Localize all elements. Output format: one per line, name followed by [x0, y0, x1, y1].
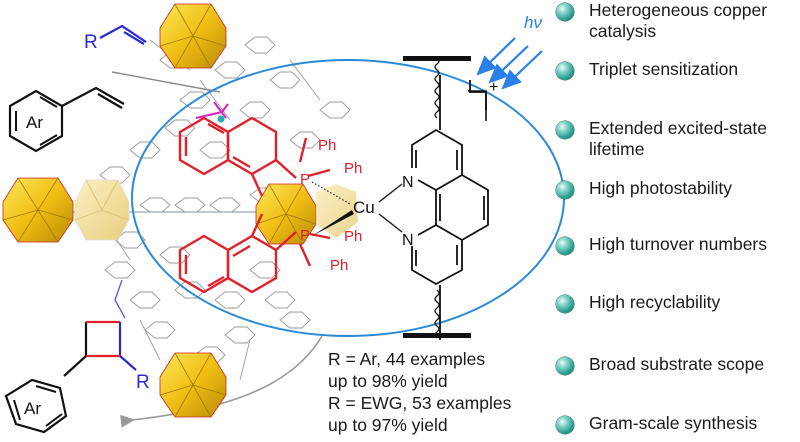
bullet-sphere-icon	[556, 3, 574, 21]
feature-label: High turnover numbers	[589, 234, 767, 254]
feature-list: Heterogeneous copper catalysis Triplet s…	[556, 0, 800, 442]
surface-bar-top	[403, 56, 471, 61]
feature-item: Triplet sensitization	[556, 59, 789, 80]
bullet-sphere-icon	[556, 357, 574, 375]
scope-line-3: R = EWG, 53 examples	[328, 393, 512, 413]
feature-label: Triplet sensitization	[589, 59, 739, 79]
zr-cluster-left	[2, 177, 74, 243]
feature-item: High turnover numbers	[556, 234, 789, 255]
feature-label: Gram-scale synthesis	[589, 413, 758, 433]
bisphosphine-ligand	[178, 116, 331, 294]
scope-line-2: up to 98% yield	[328, 371, 448, 391]
ph-label-4: Ph	[330, 257, 348, 274]
bullet-sphere-icon	[556, 295, 574, 313]
zr-cluster-bottom	[159, 352, 227, 418]
product-arrow	[120, 335, 323, 428]
bullet-sphere-icon	[556, 416, 574, 434]
svg-text:R: R	[84, 32, 98, 53]
ph-label-3: Ph	[344, 228, 362, 245]
light-arrows	[476, 37, 543, 90]
svg-text:Cu: Cu	[353, 198, 375, 217]
feature-item: High photostability	[556, 178, 789, 199]
bullet-sphere-icon	[556, 181, 574, 199]
charge-label: +	[489, 79, 498, 96]
feature-item: Extended excited-state lifetime	[556, 118, 789, 160]
n-label-bottom: N	[402, 232, 414, 249]
alkene-substrate: R	[84, 24, 147, 53]
light-label: hν	[524, 13, 542, 32]
wavy-anchors	[434, 57, 440, 339]
bullet-sphere-icon	[556, 62, 574, 80]
scope-line-1: R = Ar, 44 examples	[328, 349, 486, 369]
p-label-top: P	[300, 171, 310, 188]
feature-item: Heterogeneous copper catalysis	[556, 0, 789, 42]
feature-label: High photostability	[589, 178, 732, 198]
feature-label: Extended excited-state lifetime	[589, 118, 768, 159]
ph-label-2: Ph	[344, 160, 362, 177]
copper-center: Cu	[311, 181, 403, 236]
svg-text:R: R	[136, 372, 150, 393]
zr-cluster-left-pale	[74, 179, 130, 241]
scope-line-4: up to 97% yield	[328, 415, 448, 435]
svg-text:Ar: Ar	[26, 113, 43, 132]
substrate-scope-summary: R = Ar, 44 examples up to 98% yield R = …	[328, 348, 511, 436]
feature-label: Broad substrate scope	[589, 354, 765, 374]
reactant-arrow-line	[111, 71, 221, 93]
zr-cluster-center-pale	[316, 184, 358, 238]
charge-bracket	[468, 90, 487, 121]
cyclobutane-product: R Ar	[4, 320, 150, 434]
surface-bar-bottom	[403, 333, 471, 338]
p-label-bottom: P	[300, 227, 310, 244]
svg-text:Ar: Ar	[24, 399, 41, 418]
feature-label: High recyclability	[589, 292, 721, 312]
ph-label-1: Ph	[318, 137, 336, 154]
styrene-substrate: Ar	[8, 86, 125, 153]
bullet-sphere-icon	[556, 237, 574, 255]
bullet-sphere-icon	[556, 121, 574, 139]
feature-item: High recyclability	[556, 292, 789, 313]
mof-linker-accent	[195, 101, 229, 123]
feature-label: Heterogeneous copper catalysis	[589, 0, 768, 41]
phenanthroline-ligand	[411, 75, 489, 340]
zr-cluster-top	[159, 3, 227, 69]
n-label-top: N	[402, 174, 414, 191]
feature-item: Broad substrate scope	[556, 354, 789, 375]
feature-item: Gram-scale synthesis	[556, 413, 789, 434]
mof-framework	[40, 36, 351, 381]
